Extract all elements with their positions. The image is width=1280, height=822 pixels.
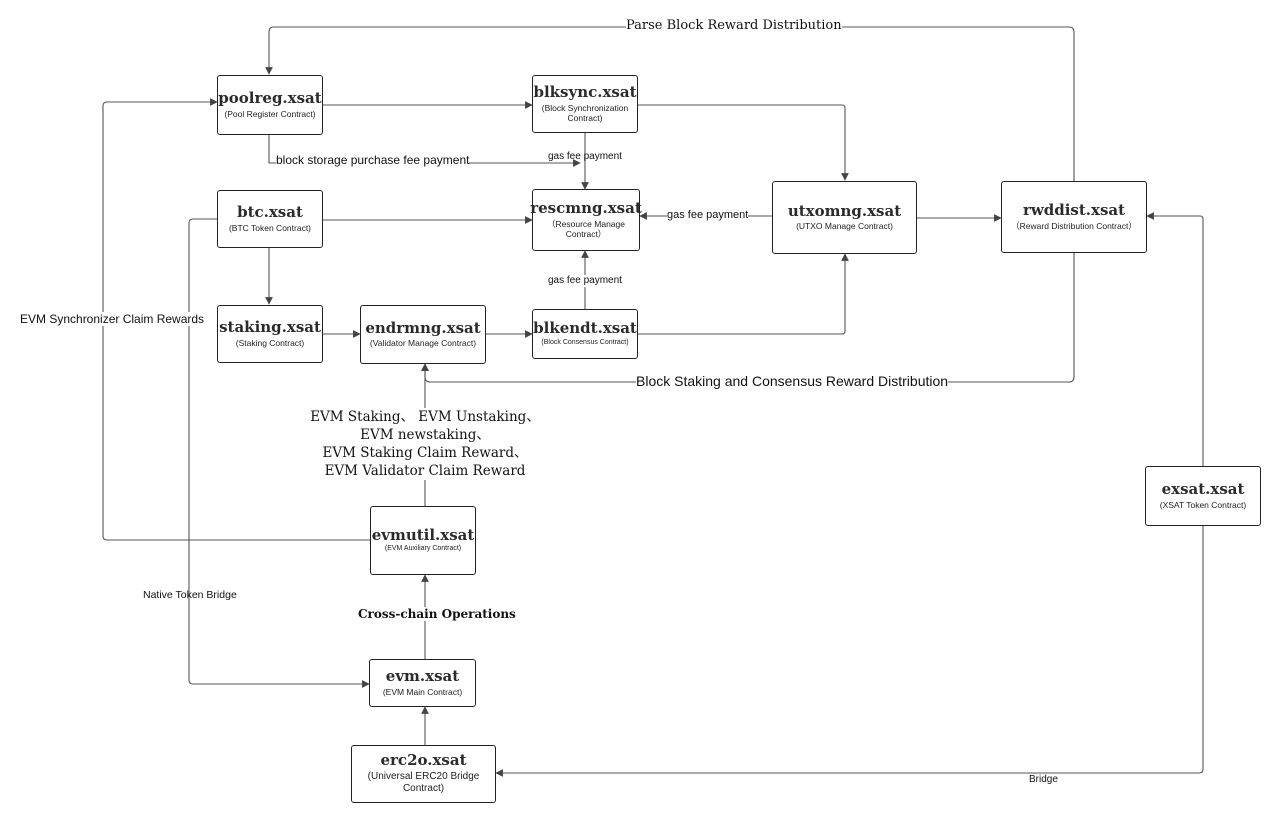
exsat-subtitle: (XSAT Token Contract) — [1159, 499, 1247, 510]
evmutil-subtitle: (EVM Auxiliary Contract) — [384, 545, 462, 553]
exsat-node[interactable]: exsat.xsat (XSAT Token Contract) — [1145, 466, 1261, 526]
edge-rwddist-endrmng — [421, 253, 1075, 383]
evmutil-title: evmutil.xsat — [371, 525, 475, 544]
endrmng-subtitle: (Validator Manage Contract) — [369, 338, 477, 349]
blkendt-node[interactable]: blkendt.xsat (Block Consensus Contract) — [532, 309, 638, 359]
btc-subtitle: (BTC Token Contract) — [228, 222, 312, 233]
evm-ops-line-2: EVM newstaking、 — [360, 427, 490, 443]
poolreg-subtitle: (Pool Register Contract) — [224, 108, 316, 119]
erc2o-subtitle: (Universal ERC20 Bridge Contract) — [367, 770, 480, 795]
rwddist-node[interactable]: rwddist.xsat （Reward Distribution Contra… — [1001, 181, 1147, 253]
edge-exsat-erc2o — [495, 526, 1204, 777]
native-token-bridge-label: Native Token Bridge — [143, 589, 237, 601]
evm-node[interactable]: evm.xsat (EVM Main Contract) — [369, 659, 476, 707]
rwddist-subtitle: （Reward Distribution Contract） — [1011, 220, 1137, 231]
edge-poolreg-rescmng — [268, 135, 581, 167]
blksync-title: blksync.xsat — [533, 83, 637, 102]
staking-title: staking.xsat — [219, 318, 321, 337]
utxomng-subtitle: (UTXO Manage Contract) — [796, 221, 893, 232]
block-staking-reward-label: Block Staking and Consensus Reward Distr… — [636, 373, 949, 390]
gas-fee-blkendt-label: gas fee payment — [548, 275, 622, 287]
poolreg-node[interactable]: poolreg.xsat (Pool Register Contract) — [217, 75, 323, 135]
evm-title: evm.xsat — [385, 667, 460, 686]
staking-node[interactable]: staking.xsat (Staking Contract) — [217, 305, 323, 363]
btc-node[interactable]: btc.xsat (BTC Token Contract) — [217, 190, 323, 248]
staking-subtitle: (Staking Contract) — [235, 337, 305, 348]
utxomng-title: utxomng.xsat — [787, 201, 902, 220]
blksync-node[interactable]: blksync.xsat (Block Synchronization Cont… — [532, 75, 638, 133]
rescmng-node[interactable]: rescmng.xsat （Resource Manage Contract） — [530, 189, 642, 251]
edge-exsat-rwddist — [1146, 212, 1204, 466]
rescmng-title: rescmng.xsat — [530, 199, 642, 218]
erc2o-title: erc2o.xsat — [380, 751, 467, 770]
evm-ops-line-4: EVM Validator Claim Reward — [324, 463, 526, 479]
evm-sync-claim-label: EVM Synchronizer Claim Rewards — [20, 312, 205, 327]
utxomng-node[interactable]: utxomng.xsat (UTXO Manage Contract) — [772, 181, 917, 254]
evm-ops-line-1: EVM Staking、 EVM Unstaking、 — [310, 409, 540, 425]
blksync-subtitle: (Block Synchronization Contract) — [541, 102, 629, 124]
evm-subtitle: (EVM Main Contract) — [382, 686, 463, 697]
endrmng-node[interactable]: endrmng.xsat (Validator Manage Contract) — [360, 305, 486, 364]
gas-fee-utxomng-label: gas fee payment — [667, 209, 749, 223]
bridge-label: Bridge — [1029, 774, 1058, 785]
rescmng-subtitle: （Resource Manage Contract） — [547, 218, 625, 240]
edge-blkendt-utxomng — [638, 253, 849, 335]
gas-fee-blksync-label: gas fee payment — [548, 151, 622, 162]
evm-ops-line-3: EVM Staking Claim Reward、 — [322, 445, 528, 461]
evmutil-node[interactable]: evmutil.xsat (EVM Auxiliary Contract) — [370, 506, 476, 575]
blkendt-subtitle: (Block Consensus Contract) — [541, 338, 629, 346]
exsat-title: exsat.xsat — [1161, 480, 1245, 499]
poolreg-title: poolreg.xsat — [218, 89, 322, 108]
blkendt-title: blkendt.xsat — [533, 319, 637, 338]
cross-chain-label: Cross-chain Operations — [358, 607, 516, 622]
endrmng-title: endrmng.xsat — [365, 318, 481, 337]
block-storage-fee-label: block storage purchase fee payment — [276, 153, 470, 168]
btc-title: btc.xsat — [237, 203, 303, 222]
rwddist-title: rwddist.xsat — [1022, 201, 1126, 220]
edge-blksync-utxomng — [638, 104, 849, 181]
edge-btc-evm — [188, 218, 370, 688]
parse-block-reward-label: Parse Block Reward Distribution — [626, 18, 842, 34]
evm-operations-label: EVM Staking、 EVM Unstaking、 EVM newstaki… — [308, 408, 542, 480]
erc2o-node[interactable]: erc2o.xsat (Universal ERC20 Bridge Contr… — [351, 745, 496, 803]
